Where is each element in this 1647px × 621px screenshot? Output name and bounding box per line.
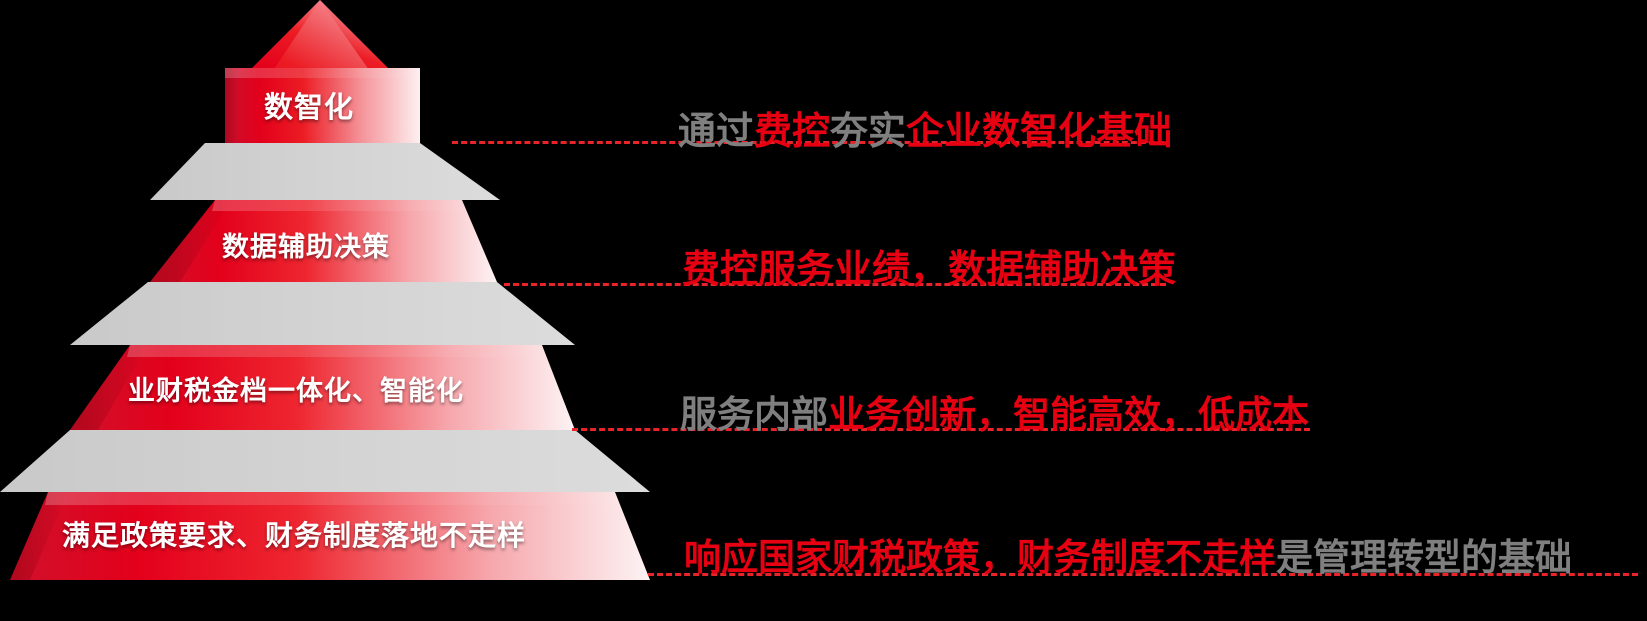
- callout-text-3: 服务内部业务创新，智能高效，低成本: [680, 384, 1309, 438]
- tier-band-2-bevel: [150, 200, 231, 282]
- callout-text-1: 通过费控夯实企业数智化基础: [678, 100, 1172, 155]
- tier-band-2-sheen: [212, 200, 466, 211]
- tier-band-3: [70, 345, 575, 430]
- callout-3-seg-1: 服务内部: [680, 394, 828, 435]
- callout-4-seg-1: 响应国家财税政策，财务制度不走样: [684, 537, 1276, 578]
- callout-1-seg-3: 夯实: [830, 111, 907, 153]
- tier-gap-slab-2: [70, 282, 575, 345]
- callout-1-seg-4: 企业数智化基础: [906, 111, 1173, 153]
- callout-1-seg-1: 通过: [678, 111, 755, 153]
- tier-band-1-bevel: [225, 68, 238, 143]
- tier-band-4-bevel: [10, 492, 68, 580]
- callout-1-seg-2: 费控: [754, 111, 831, 153]
- callout-text-2: 费控服务业绩，数据辅助决策: [682, 238, 1176, 293]
- callout-4-seg-2: 是管理转型的基础: [1276, 537, 1572, 578]
- tier-band-4-sheen: [45, 492, 619, 505]
- pyramid-graphic: 数智化 数据辅助决策 业财税金档一体化、智能化 满足政策要求、财务制度落地不走样: [0, 0, 700, 616]
- tier-gap-slab-1: [150, 143, 500, 200]
- connector-dash-4: [648, 573, 1638, 576]
- callout-3-seg-2: 业务创新，智能高效，低成本: [828, 394, 1309, 435]
- tier-band-2: [150, 200, 497, 282]
- tier-band-1: [225, 68, 420, 143]
- callout-2-seg-1: 费控服务业绩，数据辅助决策: [682, 249, 1177, 291]
- connector-dash-3: [572, 428, 1310, 431]
- pyramid-svg: [0, 0, 650, 580]
- tier-band-3-bevel: [70, 345, 148, 430]
- tier-gap-slab-3: [0, 430, 650, 492]
- tier-band-4: [10, 492, 650, 580]
- callout-text-4: 响应国家财税政策，财务制度不走样是管理转型的基础: [684, 527, 1572, 581]
- tier-band-3-sheen: [127, 345, 546, 357]
- connector-dash-1: [452, 141, 1164, 144]
- connector-dash-2: [504, 283, 1166, 286]
- tier-band-1-sheen: [225, 68, 420, 78]
